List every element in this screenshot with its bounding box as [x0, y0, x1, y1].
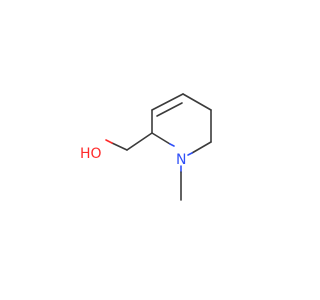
molecule-structure: HO N — [80, 93, 212, 201]
molecule-canvas: HO N — [80, 93, 212, 201]
bond-c3-c4-single — [151, 93, 184, 111]
bond-o-part — [105, 139, 113, 144]
bond-c4-c5 — [182, 93, 212, 111]
atom-label-oxygen: HO — [80, 146, 102, 162]
bond-n-c2-part — [169, 143, 175, 147]
atom-label-nitrogen: N — [176, 152, 186, 168]
bond-ch2-o — [111, 142, 128, 151]
bond-c2-ch2 — [126, 132, 153, 151]
bond-c2-n — [151, 132, 171, 145]
bond-n-c6-part — [187, 152, 193, 156]
bond-c6-n — [191, 141, 212, 154]
bond-c3-c4-double — [156, 102, 183, 117]
